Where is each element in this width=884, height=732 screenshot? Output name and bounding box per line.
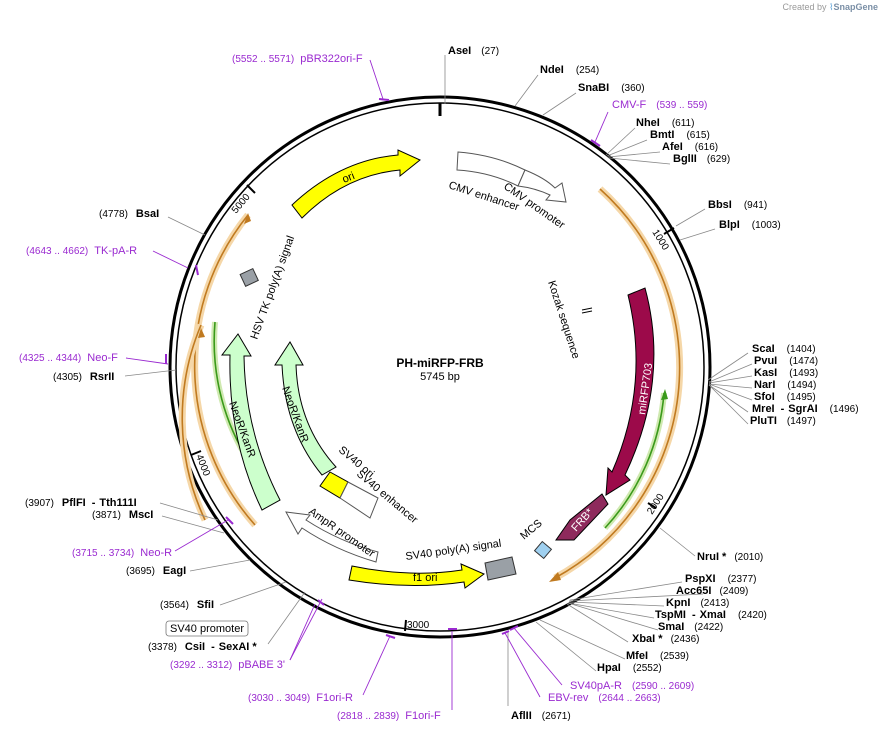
snapgene-credit: Created by ⌇SnapGene	[783, 2, 878, 13]
site-nari[interactable]: NarI(1494)	[754, 379, 816, 391]
feature-neor-kanr-inner[interactable]: NeoR/KanR	[274, 341, 337, 476]
site-tspmi-xmai[interactable]: TspMI-XmaI(2420)	[655, 609, 767, 621]
site-pspxi[interactable]: PspXI(2377)	[685, 573, 756, 585]
site-labels: AseI(27) NdeI(254) SnaBI(360) NheI(611) …	[25, 45, 859, 722]
primer-labels: (5552 .. 5571)pBR322ori-F CMV-F(539 .. 5…	[19, 53, 707, 722]
site-scai[interactable]: ScaI(1404)	[752, 343, 816, 355]
site-snabi[interactable]: SnaBI(360)	[578, 82, 645, 94]
site-pluti[interactable]: PluTI(1497)	[750, 415, 816, 427]
snapgene-logo-icon: ⌇	[829, 2, 834, 12]
site-kasi[interactable]: KasI(1493)	[754, 367, 818, 379]
site-afei[interactable]: AfeI(616)	[662, 141, 718, 153]
site-bglii[interactable]: BglII(629)	[673, 153, 730, 165]
feature-ori[interactable]: ori	[291, 149, 421, 219]
primer-neo-f[interactable]: (4325 .. 4344)Neo-F	[19, 352, 118, 364]
site-nrui[interactable]: NruI *(2010)	[697, 551, 763, 563]
feature-kozak[interactable]: Kozak sequence	[545, 279, 593, 360]
feature-sv40-enhancer[interactable]: SV40 enhancer	[339, 468, 420, 526]
site-bmti[interactable]: BmtI(615)	[650, 129, 710, 141]
feature-label-sv40-polya: SV40 poly(A) signal	[405, 538, 502, 563]
site-aflii[interactable]: AflII(2671)	[511, 710, 571, 722]
feature-hsv-tk-polya[interactable]: HSV TK poly(A) signal	[239, 234, 298, 341]
site-blpi[interactable]: BlpI(1003)	[719, 219, 781, 231]
site-msci[interactable]: (3871)MscI	[92, 509, 153, 521]
site-eagi[interactable]: (3695)EagI	[126, 565, 186, 577]
site-mfei[interactable]: MfeI(2539)	[626, 650, 689, 662]
site-pflfi-tth111i[interactable]: (3907)PflFI-Tth111I	[25, 497, 137, 509]
primer-tk-pa-r[interactable]: (4643 .. 4662)TK-pA-R	[26, 245, 137, 257]
primer-leaders	[125, 59, 609, 710]
tick-label-2000: 2000	[645, 492, 667, 517]
site-bsai[interactable]: (4778)BsaI	[99, 208, 159, 220]
site-acc65i[interactable]: Acc65I(2409)	[676, 585, 748, 597]
feature-label-kozak: Kozak sequence	[545, 279, 582, 360]
tick-1000: 1000	[649, 227, 675, 253]
site-csii-sexai[interactable]: (3378)CsiI-SexAI *	[148, 641, 257, 653]
orf-arcs	[178, 186, 684, 582]
site-asei[interactable]: AseI(27)	[448, 45, 499, 57]
credit-brand: SnapGene	[833, 2, 878, 12]
feature-cmv-enhancer[interactable]: CMV enhancer	[447, 151, 526, 214]
primer-f1ori-f[interactable]: (2818 .. 2839)F1ori-F	[337, 710, 441, 722]
primer-pbabe3[interactable]: (3292 .. 3312)pBABE 3'	[170, 659, 285, 671]
feature-f1-ori[interactable]: f1 ori	[348, 563, 485, 589]
primer-f1ori-r[interactable]: (3030 .. 3049)F1ori-R	[248, 692, 353, 704]
tick-label-3000: 3000	[407, 620, 430, 631]
sv40-promoter-box[interactable]: SV40 promoter	[165, 620, 249, 637]
site-pvui[interactable]: PvuI(1474)	[754, 355, 818, 367]
tick-5000: 5000	[230, 184, 256, 216]
site-sfoi[interactable]: SfoI(1495)	[754, 391, 816, 403]
site-sfii[interactable]: (3564)SfiI	[160, 599, 214, 611]
plasmid-length: 5745 bp	[420, 371, 460, 383]
site-mrei-sgrai[interactable]: MreI-SgrAI(1496)	[752, 403, 859, 415]
primer-ebv-rev[interactable]: EBV-rev(2644 .. 2663)	[548, 692, 661, 704]
feature-frb[interactable]: FRB*	[555, 493, 609, 541]
site-nhei[interactable]: NheI(611)	[636, 117, 694, 129]
primer-neo-r[interactable]: (3715 .. 3734)Neo-R	[72, 547, 172, 559]
feature-mcs[interactable]: MCS	[518, 517, 553, 560]
site-ndei[interactable]: NdeI(254)	[540, 64, 599, 76]
tick-2000: 2000	[645, 492, 667, 517]
site-kpni[interactable]: KpnI(2413)	[666, 597, 729, 609]
site-hpai[interactable]: HpaI(2552)	[597, 662, 662, 674]
primer-sv40pa-r[interactable]: SV40pA-R(2590 .. 2609)	[570, 680, 694, 692]
sv40-promoter-box-label: SV40 promoter	[170, 623, 244, 635]
backbone-outer-ring	[168, 95, 712, 639]
feature-label-f1-ori: f1 ori	[413, 572, 437, 584]
primer-pbr322ori-f[interactable]: (5552 .. 5571)pBR322ori-F	[232, 53, 363, 65]
primer-cmv-f[interactable]: CMV-F(539 .. 559)	[612, 99, 707, 111]
site-smai[interactable]: SmaI(2422)	[658, 621, 723, 633]
site-leaders	[124, 55, 753, 706]
feature-label-hsv-tk-polya: HSV TK poly(A) signal	[249, 234, 298, 341]
feature-label-ori: ori	[341, 170, 357, 186]
site-xbai[interactable]: XbaI *(2436)	[632, 633, 699, 645]
tick-3000: 3000	[404, 619, 430, 632]
site-rsrii[interactable]: (4305)RsrII	[53, 371, 114, 383]
plasmid-name: PH-miRFP-FRB	[396, 356, 484, 370]
feature-label-mcs: MCS	[518, 517, 544, 542]
site-bbsi[interactable]: BbsI(941)	[708, 199, 767, 211]
credit-prefix: Created by	[782, 2, 827, 12]
